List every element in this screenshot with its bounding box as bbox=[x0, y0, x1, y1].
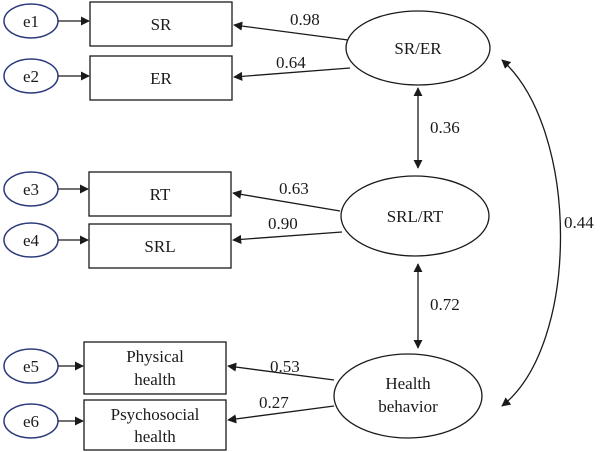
latent-health-line1: Health bbox=[385, 374, 431, 393]
latent-srer: SR/ER bbox=[345, 10, 491, 86]
structural-arrows bbox=[413, 59, 562, 407]
error-e2-label: e2 bbox=[23, 67, 39, 86]
indicator-physical-line1: Physical bbox=[126, 347, 184, 366]
indicator-srl: SRL bbox=[88, 223, 232, 269]
path-srlrt-health: 0.72 bbox=[430, 295, 460, 314]
path-srer-srlrt: 0.36 bbox=[430, 118, 460, 137]
indicator-srl-label: SRL bbox=[144, 237, 175, 256]
loading-rt: 0.63 bbox=[279, 179, 309, 198]
latent-health-behavior: Health behavior bbox=[333, 353, 483, 439]
latent-health-line2: behavior bbox=[378, 397, 438, 416]
arrow-health-psychosocial bbox=[227, 405, 335, 424]
indicator-er-label: ER bbox=[150, 69, 172, 88]
latent-srer-label: SR/ER bbox=[394, 39, 442, 58]
indicator-er: ER bbox=[89, 55, 233, 101]
arrow-srer-sr bbox=[233, 21, 349, 41]
arrow-srlrt-srl bbox=[232, 231, 343, 244]
path-srer-health: 0.44 bbox=[564, 213, 594, 232]
error-e1: e1 bbox=[3, 3, 59, 39]
loading-arrows bbox=[227, 21, 351, 424]
error-e4-label: e4 bbox=[23, 231, 40, 250]
error-e3: e3 bbox=[3, 171, 59, 207]
error-e5: e5 bbox=[3, 348, 59, 384]
error-e1-label: e1 bbox=[23, 12, 39, 31]
error-e5-label: e5 bbox=[23, 357, 39, 376]
arrow-srer-health-curve bbox=[501, 59, 562, 407]
latent-srlrt: SRL/RT bbox=[340, 175, 490, 257]
error-e6-label: e6 bbox=[23, 412, 39, 431]
indicator-psychosocial-line1: Psychosocial bbox=[111, 405, 200, 424]
arrow-srlrt-rt bbox=[232, 189, 341, 212]
error-e6: e6 bbox=[3, 403, 59, 439]
indicator-physical-health: Physical health bbox=[83, 341, 227, 395]
loading-srl: 0.90 bbox=[268, 214, 298, 233]
indicator-sr: SR bbox=[89, 1, 233, 47]
loading-er: 0.64 bbox=[276, 53, 306, 72]
loading-psychosocial: 0.27 bbox=[259, 393, 289, 412]
latent-srlrt-label: SRL/RT bbox=[387, 207, 444, 226]
indicator-physical-line2: health bbox=[134, 370, 176, 389]
indicator-psychosocial-health: Psychosocial health bbox=[83, 399, 227, 451]
arrow-health-physical bbox=[227, 362, 335, 381]
loading-sr: 0.98 bbox=[290, 10, 320, 29]
loading-physical: 0.53 bbox=[270, 357, 300, 376]
indicator-psychosocial-line2: health bbox=[134, 427, 176, 446]
error-e3-label: e3 bbox=[23, 180, 39, 199]
indicator-sr-label: SR bbox=[151, 15, 172, 34]
error-e4: e4 bbox=[3, 222, 59, 258]
indicator-rt: RT bbox=[88, 171, 232, 217]
indicator-rt-label: RT bbox=[150, 185, 171, 204]
error-e2: e2 bbox=[3, 58, 59, 94]
error-arrows bbox=[58, 16, 90, 426]
arrow-srer-er bbox=[233, 67, 351, 81]
